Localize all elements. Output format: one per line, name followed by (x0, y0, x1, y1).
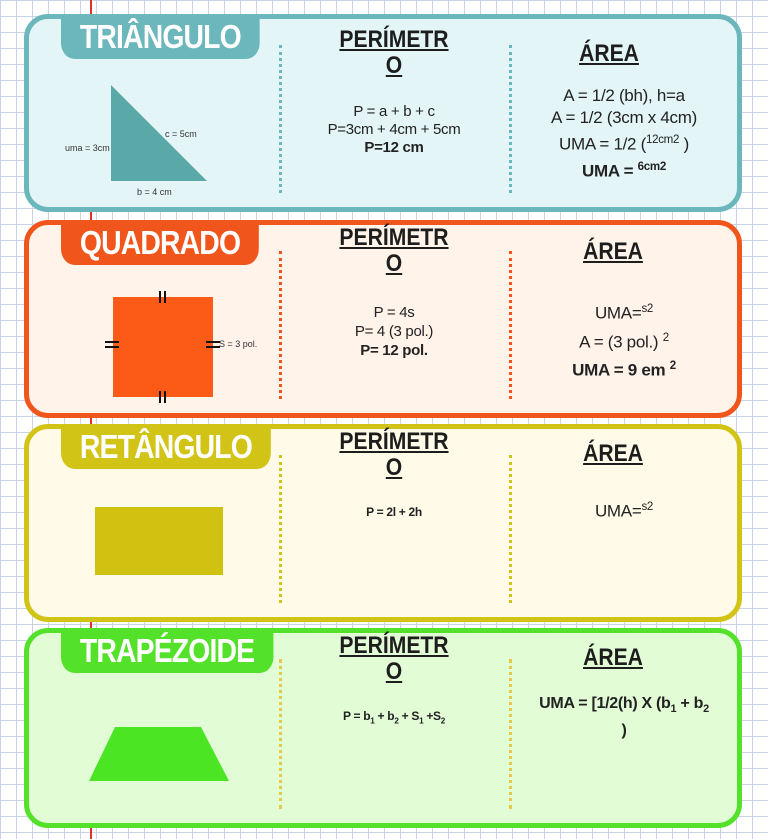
triangle-side-a-label: uma = 3cm (65, 143, 110, 153)
area-formula: UMA=s2 A = (3 pol.) 2 UMA = 9 em 2 (572, 303, 676, 380)
square-side-label: S = 3 pol. (219, 339, 258, 349)
triangle-card: TRIÂNGULO uma = 3cm c = 5cm b = 4 cm PER… (24, 14, 742, 212)
divider (279, 455, 282, 603)
divider (279, 251, 282, 399)
tick-mark (159, 291, 161, 303)
area-title: ÁREA (583, 238, 643, 265)
triangle-tag: TRIÂNGULO (61, 15, 260, 59)
area-title: ÁREA (579, 40, 639, 67)
rectangle-shape (95, 507, 223, 575)
area-formula: A = 1/2 (bh), h=a A = 1/2 (3cm x 4cm) UM… (551, 86, 697, 181)
divider (509, 659, 512, 809)
perimeter-formula: P = 4s P= 4 (3 pol.) P= 12 pol. (354, 304, 434, 359)
square-shape (113, 297, 213, 397)
area-title: ÁREA (583, 644, 643, 671)
tick-mark (206, 341, 220, 343)
divider (279, 45, 282, 193)
area-formula: UMA = [1/2(h) X (b1 + b2 ) (539, 695, 709, 740)
area-title: ÁREA (583, 440, 643, 467)
triangle-side-b-label: b = 4 cm (137, 187, 172, 197)
divider (509, 251, 512, 399)
divider (509, 45, 512, 193)
divider (279, 659, 282, 809)
tick-mark (159, 391, 161, 403)
square-tag: QUADRADO (61, 221, 260, 265)
rectangle-tag: RETÂNGULO (61, 425, 271, 469)
notebook-margin-line (90, 0, 92, 839)
perimeter-formula: P = a + b + c P=3cm + 4cm + 5cm P=12 cm (327, 103, 461, 156)
triangle-shape (111, 85, 207, 181)
tick-mark (105, 341, 119, 343)
perimeter-formula: P = 2l + 2h (366, 505, 422, 519)
trapezoid-shape (89, 727, 229, 781)
area-formula: UMA=s2 (594, 501, 654, 521)
triangle-side-c-label: c = 5cm (165, 129, 197, 139)
divider (509, 455, 512, 603)
trapezoid-tag: TRAPÉZOIDE (61, 629, 274, 673)
perimeter-formula: P = b1 + b2 + S1 +S2 (342, 709, 446, 726)
